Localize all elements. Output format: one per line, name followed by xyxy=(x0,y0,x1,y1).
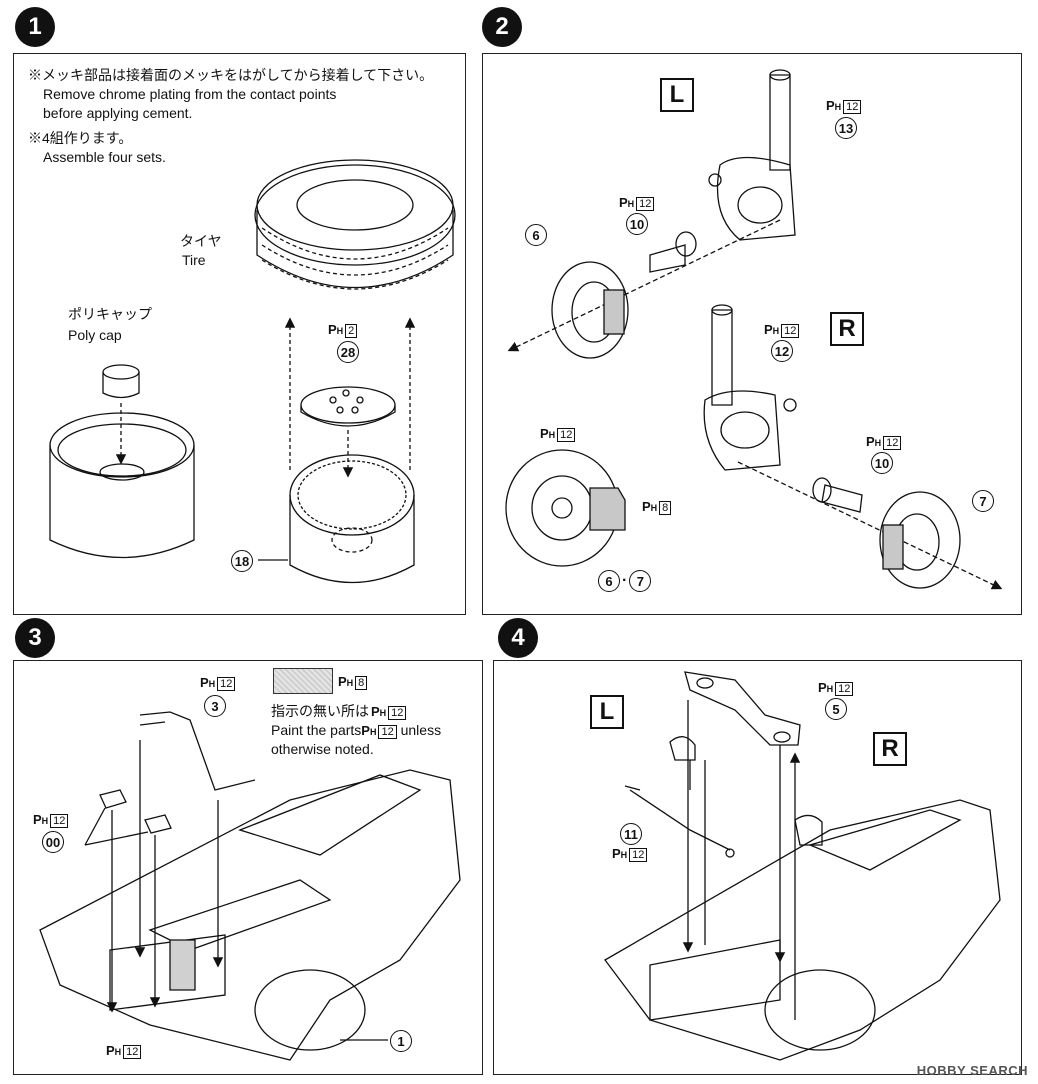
disc-detail xyxy=(505,449,626,567)
part-number-13: 13 xyxy=(835,117,857,139)
step-3-badge: 3 xyxy=(15,618,55,658)
side-label-R-step4: R xyxy=(873,732,907,766)
step-4-badge: 4 xyxy=(498,618,538,658)
part-number-3: 3 xyxy=(204,695,226,717)
side-label-L: L xyxy=(660,78,694,112)
side-label-R: R xyxy=(830,312,864,346)
polycap-drawing xyxy=(102,364,140,399)
part-number-6-in-pair: 6 xyxy=(598,570,620,592)
brake-disc-L xyxy=(551,261,629,359)
step-4-panel xyxy=(493,660,1022,1075)
sway-bar-3 xyxy=(139,711,256,791)
upper-arm-5 xyxy=(684,671,801,746)
step-3-panel xyxy=(13,660,483,1075)
part-number-1: 1 xyxy=(390,1030,412,1052)
part-number-18: 18 xyxy=(231,550,253,572)
color-swatch-8 xyxy=(273,668,333,694)
tire-drawing xyxy=(254,159,456,290)
part-number-10-R: 10 xyxy=(871,452,893,474)
chrome-note-en-line1: Remove chrome plating from the contact p… xyxy=(43,86,337,102)
polycap-label-en: Poly cap xyxy=(68,327,122,343)
spindle-10-L xyxy=(649,231,697,273)
knuckle-R xyxy=(703,304,797,471)
wheel-cap-28 xyxy=(300,386,396,427)
knuckle-R-step4 xyxy=(794,814,823,846)
chrome-note-en-line2: before applying cement. xyxy=(43,105,193,121)
part-number-11: 11 xyxy=(620,823,642,845)
assemble-note-en: Assemble four sets. xyxy=(43,149,166,165)
wheel-inner-drawing xyxy=(49,412,195,559)
part-number-00: 00 xyxy=(42,831,64,853)
part-number-5: 5 xyxy=(825,698,847,720)
step-1-badge: 1 xyxy=(15,7,55,47)
side-label-L-step4: L xyxy=(590,695,624,729)
brake-disc-R xyxy=(879,491,961,589)
pair-separator: · xyxy=(622,572,628,589)
chassis-step3 xyxy=(39,769,461,1061)
watermark: HOBBY SEARCH xyxy=(916,1063,1028,1078)
part-number-6-7: 6 · 7 xyxy=(598,570,652,592)
chassis-step4 xyxy=(604,799,1001,1061)
part-number-10-L: 10 xyxy=(626,213,648,235)
polycap-label-jp: ポリキャップ xyxy=(68,306,152,322)
paint-note-en-line2: otherwise noted. xyxy=(271,741,374,757)
knuckle-L xyxy=(708,69,796,241)
part-number-7: 7 xyxy=(972,490,994,512)
tire-label-jp: タイヤ xyxy=(180,233,222,249)
knuckle-L-step4 xyxy=(669,736,696,790)
wheel-18 xyxy=(289,454,415,584)
part-number-12: 12 xyxy=(771,340,793,362)
chrome-note-jp: ※メッキ部品は接着面のメッキをはがしてから接着して下さい。 xyxy=(28,67,434,83)
part-number-6: 6 xyxy=(525,224,547,246)
part-number-7-in-pair: 7 xyxy=(629,570,652,592)
tie-rod-11 xyxy=(624,785,735,858)
step-1-panel xyxy=(13,53,466,615)
step-2-badge: 2 xyxy=(482,7,522,47)
tire-label-en: Tire xyxy=(182,252,206,268)
assemble-note-jp: ※4組作ります。 xyxy=(28,130,133,146)
spindle-10-R xyxy=(812,477,863,513)
part-number-28: 28 xyxy=(337,341,359,363)
